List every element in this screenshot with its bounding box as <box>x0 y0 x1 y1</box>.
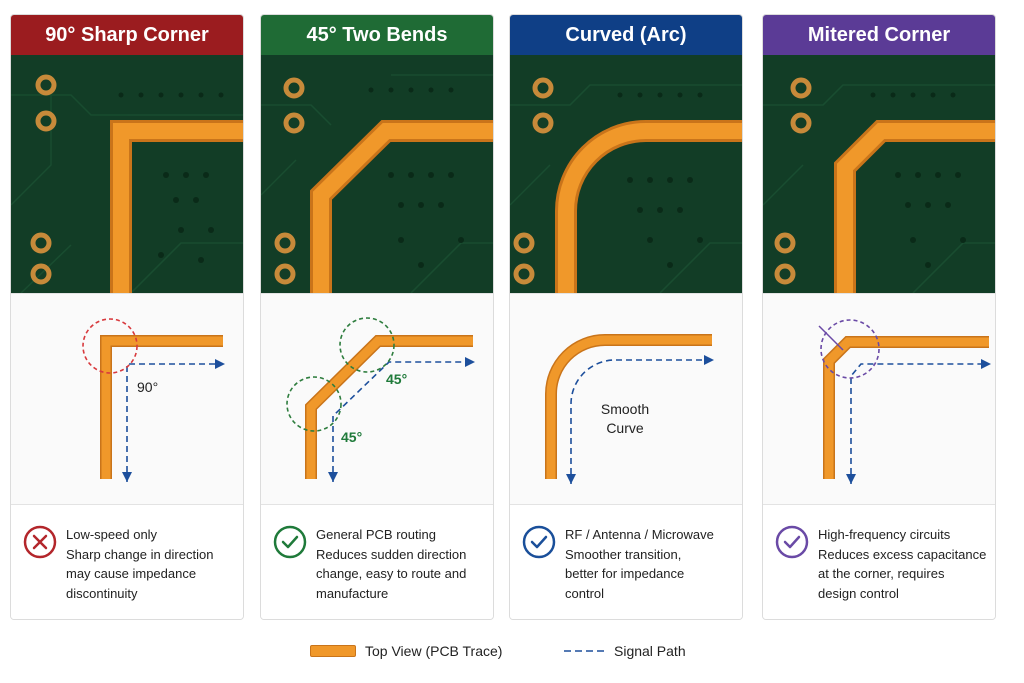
smooth-curve-label: Smooth Curve <box>590 400 660 438</box>
description: RF / Antenna / Microwave Smoother transi… <box>565 525 740 603</box>
corner-diagram: Smooth Curve <box>510 293 742 505</box>
check-circle-icon <box>273 525 307 559</box>
panel-title: Mitered Corner <box>763 15 995 55</box>
pcb-photo-svg <box>11 55 243 293</box>
legend-item-signal: Signal Path <box>564 636 686 666</box>
panel-title: Curved (Arc) <box>510 15 742 55</box>
description-line: General PCB routing <box>316 527 436 542</box>
panel-45-two-bends: 45° Two Bends 45° <box>260 14 494 620</box>
legend: Top View (PCB Trace) Signal Path <box>0 636 1024 666</box>
panel-title: 45° Two Bends <box>261 15 493 55</box>
check-circle-icon <box>775 525 809 559</box>
pcb-photo-svg <box>510 55 742 293</box>
corner-diagram <box>763 293 995 505</box>
description-line: RF / Antenna / Microwave <box>565 527 714 542</box>
legend-signal-label: Signal Path <box>614 643 686 659</box>
pcb-photo-svg <box>261 55 493 293</box>
panel-sharp-corner: 90° Sharp Corner 90° <box>10 14 244 620</box>
description-line: control <box>565 585 605 601</box>
corner-diagram: 90° <box>11 293 243 505</box>
panel-mitered-corner: Mitered Corner <box>762 14 996 620</box>
description-line: design control <box>818 585 899 601</box>
angle-label: 45° <box>341 429 363 445</box>
description-line: manufacture <box>316 585 389 601</box>
description-line: at the corner, requires <box>818 566 945 581</box>
description-line: change, easy to route and <box>316 566 467 581</box>
angle-label: 45° <box>386 371 408 387</box>
legend-item-trace: Top View (PCB Trace) <box>310 636 502 666</box>
description-line: Smoother transition, <box>565 546 682 562</box>
panel-title: 90° Sharp Corner <box>11 15 243 55</box>
description-line: better for impedance <box>565 566 685 581</box>
pcb-photo <box>261 55 493 293</box>
info-box: Low-speed only Sharp change in direction… <box>11 505 243 619</box>
description-line: Reduces sudden direction <box>316 546 467 562</box>
description: High-frequency circuits Reduces excess c… <box>818 525 993 603</box>
trace-swatch-icon <box>310 645 356 657</box>
legend-trace-label: Top View (PCB Trace) <box>365 643 503 659</box>
description: Low-speed only Sharp change in direction… <box>66 525 241 603</box>
pcb-photo <box>11 55 243 293</box>
description-line: may cause impedance <box>66 566 197 581</box>
description-line: High-frequency circuits <box>818 527 951 542</box>
x-circle-icon <box>23 525 57 559</box>
info-box: General PCB routing Reduces sudden direc… <box>261 505 493 619</box>
panel-curved-arc: Curved (Arc) Smooth <box>509 14 743 620</box>
sharp-corner-diagram-svg <box>82 318 225 482</box>
curve-label-line: Smooth <box>600 401 650 417</box>
check-circle-icon <box>522 525 556 559</box>
pcb-photo <box>510 55 742 293</box>
45-bends-diagram-svg <box>286 317 475 482</box>
angle-label: 90° <box>137 379 159 395</box>
description-line: Sharp change in direction <box>66 546 214 562</box>
description-line: Reduces excess capacitance <box>818 546 987 562</box>
corner-diagram: 45° 45° <box>261 293 493 505</box>
description-line: Low-speed only <box>66 527 158 542</box>
pcb-photo <box>763 55 995 293</box>
curve-label-line: Curve <box>606 420 644 436</box>
mitered-diagram-svg <box>818 319 991 484</box>
description-line: discontinuity <box>66 585 138 601</box>
description: General PCB routing Reduces sudden direc… <box>316 525 491 603</box>
info-box: RF / Antenna / Microwave Smoother transi… <box>510 505 742 619</box>
arc-diagram-svg <box>545 334 714 484</box>
dashed-line-icon <box>564 650 608 652</box>
info-box: High-frequency circuits Reduces excess c… <box>763 505 995 619</box>
pcb-photo-svg <box>763 55 995 293</box>
